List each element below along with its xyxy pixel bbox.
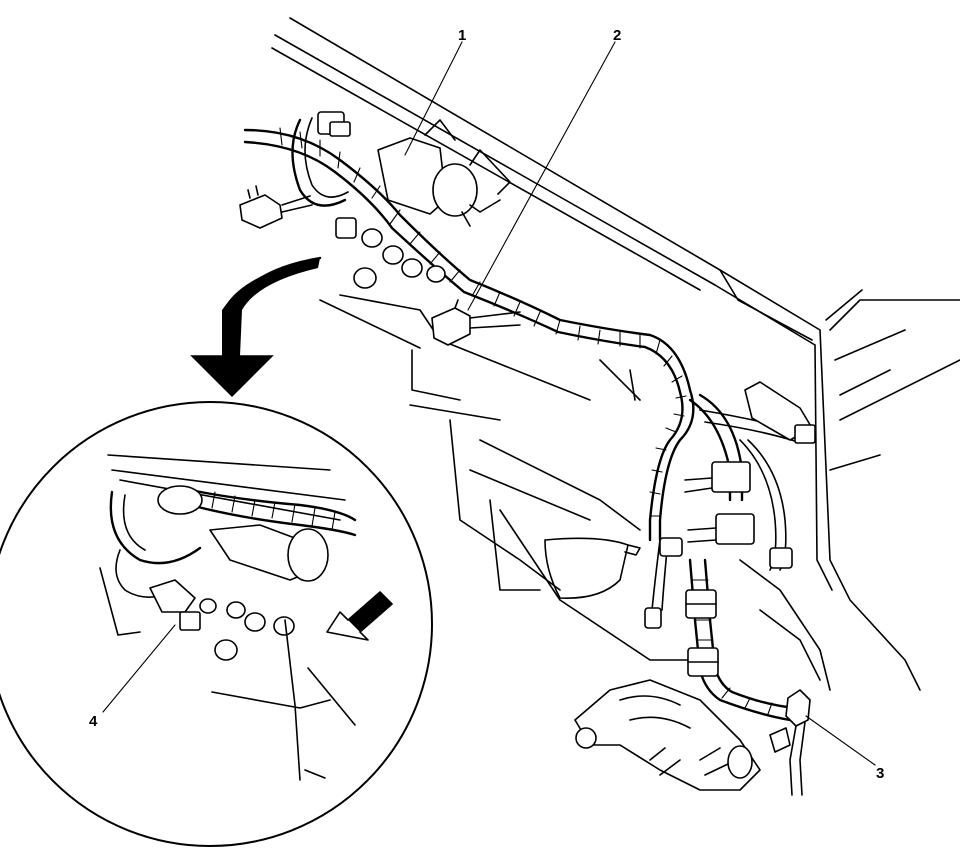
curved-arrow-down-icon <box>190 256 322 398</box>
detail-cap-1 <box>199 598 217 614</box>
cap-5 <box>353 267 377 289</box>
cap-3 <box>382 245 404 265</box>
component-2-connector <box>431 299 521 346</box>
detail-cap-4 <box>273 616 295 636</box>
upper-connectors <box>239 111 446 289</box>
callout-1: 1 <box>458 27 466 44</box>
body-panel <box>271 17 960 691</box>
component-1-module <box>377 119 511 227</box>
direction-arrow-icon <box>326 591 393 641</box>
detail-cap-5 <box>214 639 238 661</box>
right-connectors <box>644 381 816 677</box>
clip-2 <box>329 121 351 137</box>
detail-view-circle <box>0 401 433 847</box>
wiring-harness <box>243 127 801 722</box>
callout-labels: 1 2 3 4 <box>89 27 884 782</box>
left-connector <box>239 194 283 229</box>
leader-lines <box>102 41 876 766</box>
detail-grommet <box>157 485 203 515</box>
cap-6 <box>426 265 446 283</box>
detail-cap-3 <box>244 612 266 632</box>
end-connector <box>644 607 662 629</box>
panel-opening <box>544 537 641 599</box>
cap-4 <box>401 258 423 278</box>
detail-cap-2 <box>226 601 246 619</box>
cap-2 <box>361 228 383 248</box>
detail-connector-plug <box>179 611 201 631</box>
connector-right-plug <box>794 424 816 444</box>
callout-4: 4 <box>89 713 98 730</box>
callout-2: 2 <box>613 27 621 44</box>
connector-block-lower <box>715 513 755 545</box>
detail-connector-4 <box>149 579 196 613</box>
inline-connector <box>659 537 683 557</box>
cap-1 <box>335 217 357 239</box>
component-3-sensor <box>769 689 811 796</box>
starter-assembly <box>574 679 761 791</box>
connector-block-upper <box>711 461 751 493</box>
detail-module-cap <box>287 528 329 582</box>
loop-connector <box>769 547 793 569</box>
callout-3: 3 <box>876 765 884 782</box>
